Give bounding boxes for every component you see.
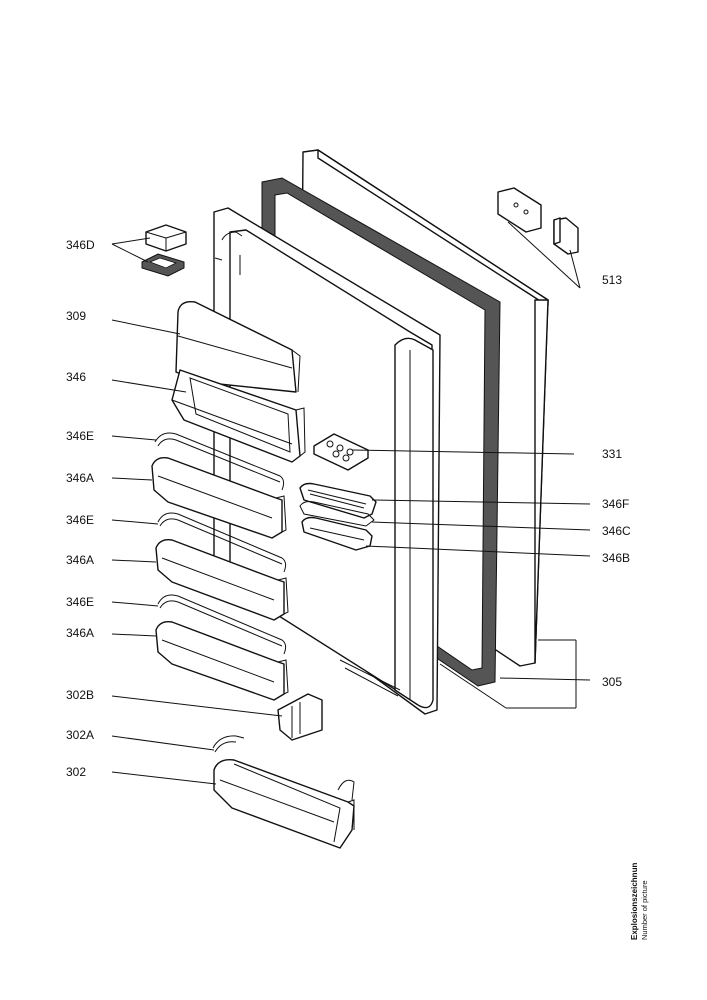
part-331-egg-tray bbox=[313, 433, 369, 471]
label-346: 346 bbox=[66, 370, 86, 384]
label-346C: 346C bbox=[602, 524, 631, 538]
label-346A-1: 346A bbox=[66, 471, 94, 485]
caption-subtitle: Number of picture bbox=[640, 880, 649, 940]
label-331: 331 bbox=[602, 447, 622, 461]
label-305: 305 bbox=[602, 675, 622, 689]
shelf-set-2 bbox=[155, 512, 289, 621]
parts-346F-346C-346B bbox=[299, 482, 377, 551]
label-302A: 302A bbox=[66, 728, 94, 742]
part-302B bbox=[277, 693, 323, 741]
label-513: 513 bbox=[602, 273, 622, 287]
hinge-brackets-513 bbox=[497, 187, 579, 255]
label-302: 302 bbox=[66, 765, 86, 779]
label-346A-2: 346A bbox=[66, 553, 94, 567]
shelf-set-1 bbox=[151, 432, 287, 539]
part-302-bottle-shelf bbox=[212, 735, 355, 849]
label-346F: 346F bbox=[602, 497, 629, 511]
label-346B: 346B bbox=[602, 551, 630, 565]
part-309-lid bbox=[175, 301, 301, 393]
label-346E-2: 346E bbox=[66, 513, 94, 527]
part-346-compartment bbox=[171, 369, 306, 463]
label-346D: 346D bbox=[66, 238, 95, 252]
part-346D bbox=[141, 224, 187, 277]
leader-lines bbox=[111, 221, 591, 785]
label-346E-1: 346E bbox=[66, 429, 94, 443]
label-309: 309 bbox=[66, 309, 86, 323]
caption-title: Explosionszeichnun bbox=[630, 863, 639, 940]
label-302B: 302B bbox=[66, 688, 94, 702]
label-346E-3: 346E bbox=[66, 595, 94, 609]
label-346A-3: 346A bbox=[66, 626, 94, 640]
caption: Explosionszeichnun Number of picture bbox=[630, 863, 649, 940]
shelf-set-3 bbox=[155, 594, 289, 701]
callout-labels: 346D 309 346 346E 346A 346E 346A 346E 34… bbox=[66, 238, 631, 779]
